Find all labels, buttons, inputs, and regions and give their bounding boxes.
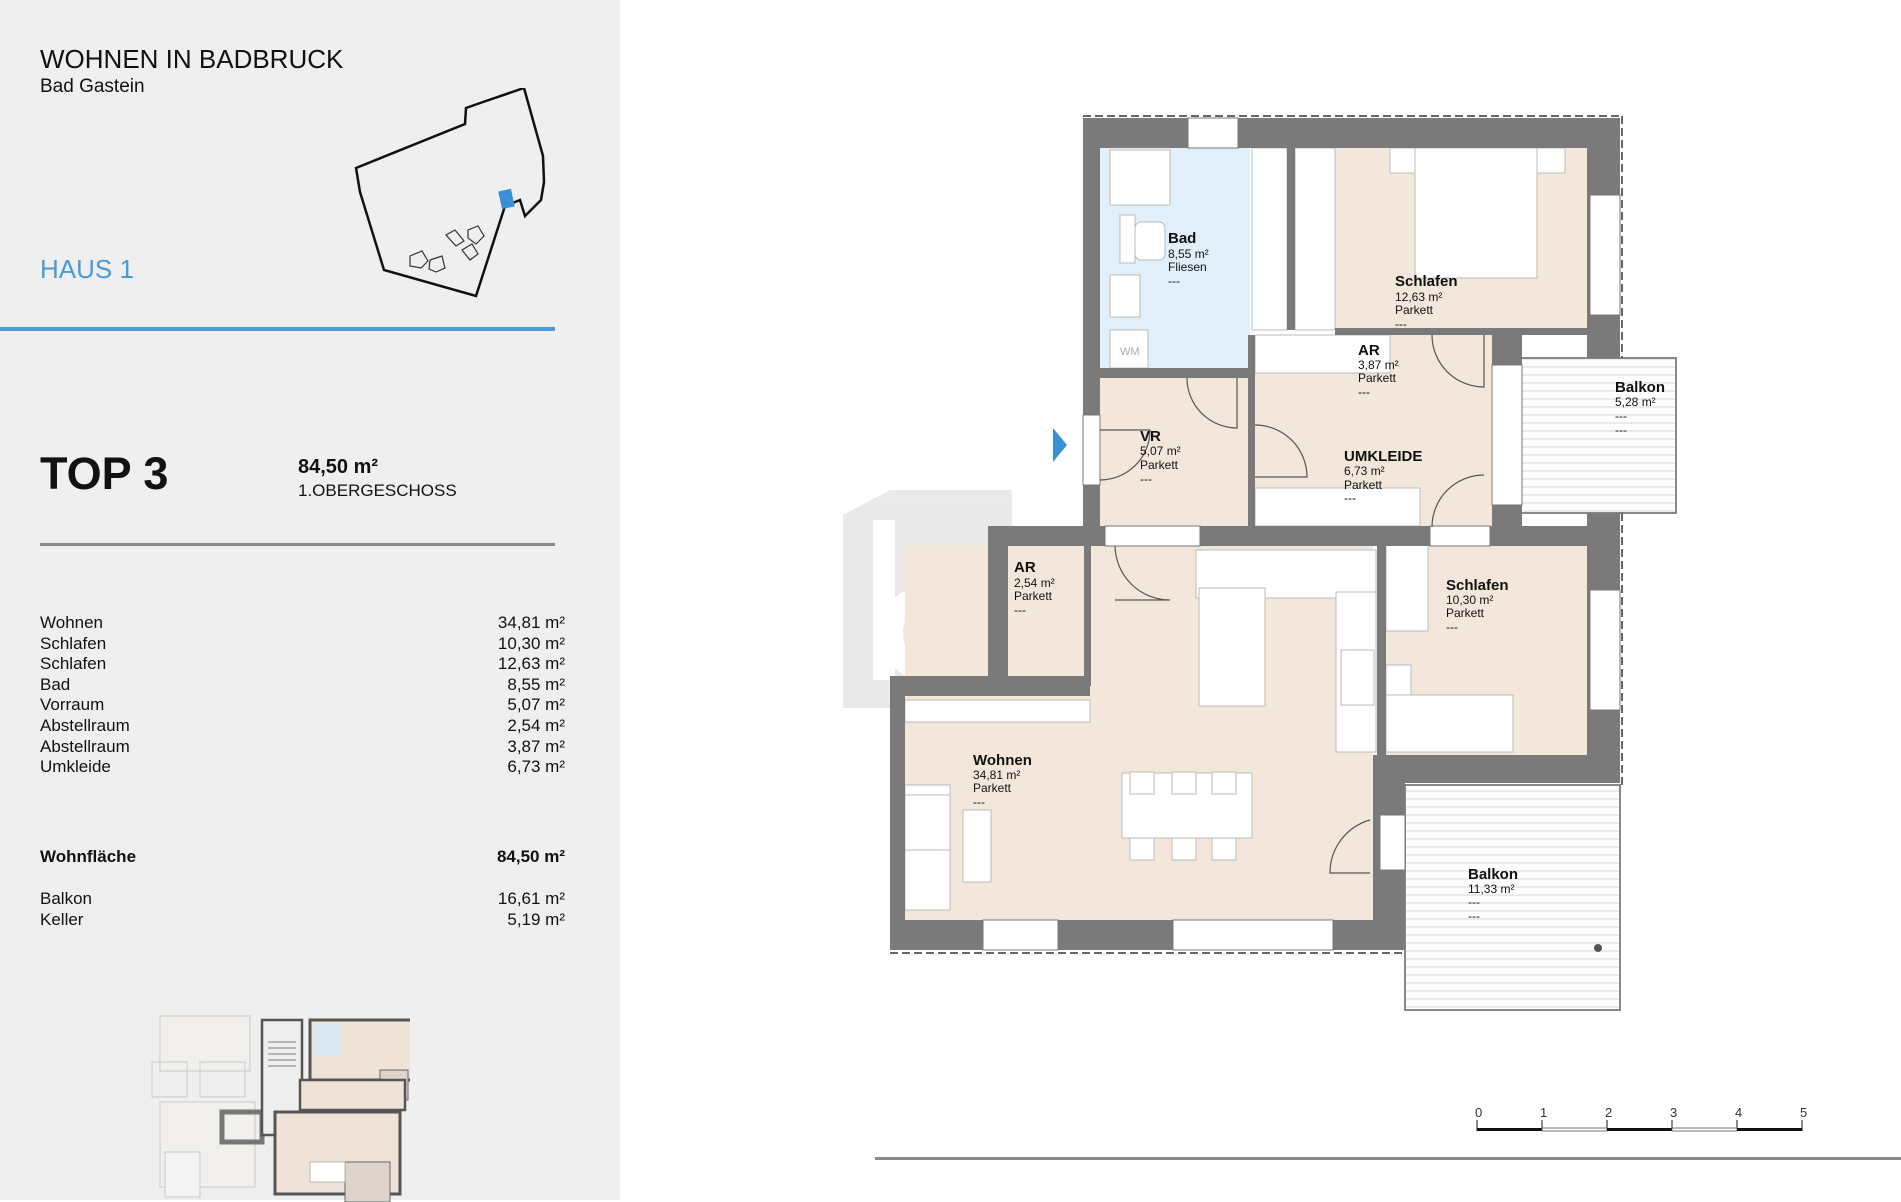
house-marker (498, 188, 515, 210)
svg-text:2: 2 (1605, 1105, 1612, 1120)
room-area: 8,55 m² (507, 674, 565, 694)
room-area: 34,81 m² (497, 613, 565, 632)
svg-text:Parkett: Parkett (1140, 458, 1179, 472)
room-name: Abstellraum (40, 715, 130, 735)
svg-text:11,33 m²: 11,33 m² (1468, 882, 1514, 896)
room-area: 3,87 m² (507, 736, 565, 756)
drain-icon (1594, 944, 1602, 952)
svg-text:---: --- (1468, 895, 1480, 909)
svg-text:Parkett: Parkett (1358, 371, 1397, 385)
svg-text:Parkett: Parkett (1014, 589, 1053, 603)
svg-text:2,54 m²: 2,54 m² (1014, 576, 1055, 590)
room-name: Umkleide (40, 757, 111, 777)
svg-text:---: --- (1140, 472, 1152, 486)
room-name: Wohnen (40, 613, 104, 632)
extra-area: 5,19 m² (507, 909, 565, 929)
room-row: Wohnen 34,81 m² (40, 613, 565, 634)
svg-text:---: --- (1615, 423, 1627, 437)
entrance-arrow-icon (1053, 428, 1067, 462)
svg-text:4: 4 (1735, 1105, 1742, 1120)
section-divider (40, 543, 555, 546)
room-row: Bad 8,55 m² (40, 675, 565, 696)
extra-name: Keller (40, 909, 84, 929)
unit-area: 84,50 m² (298, 456, 379, 478)
room-label-bad: Bad (1168, 230, 1196, 247)
unit-floor: 1.OBERGESCHOSS (298, 481, 457, 500)
project-title: WOHNEN IN BADBRUCK (40, 44, 344, 74)
room-label-schlafen-1: Schlafen (1395, 273, 1458, 290)
room-area: 12,63 m² (497, 654, 565, 674)
room-label-balkon-1: Balkon (1615, 379, 1665, 396)
svg-text:6,73 m²: 6,73 m² (1344, 464, 1385, 478)
room-label-ar-2: AR (1014, 559, 1036, 576)
room-area: 5,07 m² (507, 695, 565, 715)
svg-text:34,81 m²: 34,81 m² (973, 768, 1020, 782)
room-row: Schlafen 12,63 m² (40, 654, 565, 675)
svg-text:5,28 m²: 5,28 m² (1615, 395, 1656, 409)
svg-text:---: --- (1344, 491, 1356, 505)
svg-text:---: --- (1358, 385, 1370, 399)
svg-text:0: 0 (1475, 1105, 1482, 1120)
extra-row: Balkon 16,61 m² (40, 889, 565, 910)
room-label-wohnen: Wohnen (973, 752, 1032, 769)
extra-row: Keller 5,19 m² (40, 910, 565, 931)
svg-text:Parkett: Parkett (1344, 478, 1383, 492)
room-area: 6,73 m² (507, 757, 565, 777)
floor-plan: Bad 8,55 m² Fliesen --- WM Schlafen 12,6… (843, 115, 1677, 1011)
room-name: Schlafen (40, 654, 107, 674)
room-name: Abstellraum (40, 736, 130, 756)
svg-text:1: 1 (1540, 1105, 1547, 1120)
svg-text:8,55 m²: 8,55 m² (1168, 247, 1209, 261)
svg-text:---: --- (1615, 409, 1627, 423)
room-label-schlafen-2: Schlafen (1446, 577, 1509, 594)
svg-text:5: 5 (1800, 1105, 1807, 1120)
room-row: Schlafen 10,30 m² (40, 634, 565, 655)
room-area-list: Wohnen 34,81 m² Schlafen 10,30 m² Schlafen… (40, 613, 565, 778)
room-name: Schlafen (40, 633, 107, 653)
svg-text:---: --- (1446, 620, 1458, 634)
svg-text:3: 3 (1670, 1105, 1677, 1120)
room-area: 10,30 m² (497, 633, 565, 653)
room-row: Umkleide 6,73 m² (40, 757, 565, 778)
total-label: Wohnfläche (40, 847, 137, 866)
scale-bar: 0 1 2 3 4 5 (1475, 1105, 1807, 1132)
accent-divider (0, 327, 555, 331)
house-label: HAUS 1 (40, 254, 134, 284)
room-name: Vorraum (40, 695, 105, 715)
room-row: Abstellraum 2,54 m² (40, 716, 565, 737)
room-row: Abstellraum 3,87 m² (40, 737, 565, 758)
svg-text:3,87 m²: 3,87 m² (1358, 358, 1399, 372)
room-label-ar-1: AR (1358, 342, 1380, 359)
room-row: Vorraum 5,07 m² (40, 695, 565, 716)
room-name: Bad (40, 674, 71, 694)
extra-areas-list: Balkon 16,61 m² Keller 5,19 m² (40, 889, 565, 930)
svg-text:---: --- (1014, 603, 1026, 617)
svg-text:Parkett: Parkett (973, 781, 1012, 795)
washing-machine-label: WM (1120, 346, 1140, 358)
svg-text:Parkett: Parkett (1446, 606, 1485, 620)
svg-text:---: --- (1468, 909, 1480, 923)
project-location: Bad Gastein (40, 76, 145, 97)
site-plan-map (354, 88, 546, 298)
svg-text:12,63 m²: 12,63 m² (1395, 290, 1442, 304)
footer-divider (875, 1157, 1901, 1160)
svg-text:---: --- (1395, 317, 1407, 331)
room-label-vr: VR (1140, 428, 1161, 445)
extra-name: Balkon (40, 889, 92, 908)
svg-text:---: --- (973, 795, 985, 809)
svg-text:10,30 m²: 10,30 m² (1446, 593, 1493, 607)
room-label-balkon-2: Balkon (1468, 866, 1518, 883)
total-living-area: Wohnfläche 84,50 m² (40, 847, 565, 868)
svg-text:Parkett: Parkett (1395, 303, 1434, 317)
key-plan-thumbnail (151, 1015, 410, 1202)
total-area: 84,50 m² (496, 847, 565, 866)
svg-text:5,07 m²: 5,07 m² (1140, 444, 1181, 458)
room-area: 2,54 m² (507, 715, 565, 735)
extra-area: 16,61 m² (497, 889, 565, 908)
unit-name: TOP 3 (40, 448, 169, 499)
svg-text:---: --- (1168, 274, 1180, 288)
room-label-umkleide: UMKLEIDE (1344, 448, 1422, 465)
svg-text:Fliesen: Fliesen (1168, 260, 1207, 274)
